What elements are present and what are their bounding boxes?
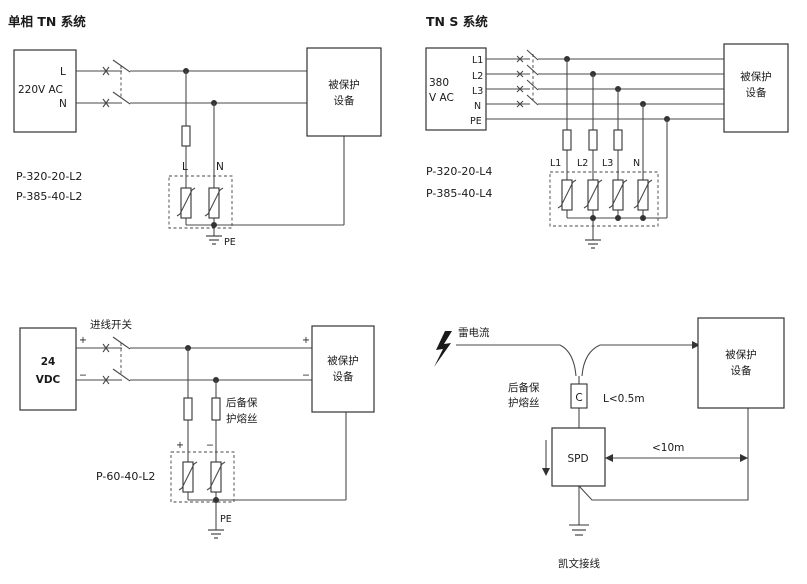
kelvin-device-line2: 设备 [731,364,752,377]
lightning-icon [434,331,452,367]
tn-single-spd-module [168,175,233,229]
dc-ground-icon [208,529,224,539]
tns-spd-label-n: N [633,158,640,169]
tn-single-spd-l-label: L [182,161,188,173]
tn-single-device-line2: 设备 [334,94,355,107]
kelvin-distance-1: L<0.5m [603,393,645,405]
tns-spd-label-l1: L1 [550,158,561,169]
tn-single-model-1: P-320-20-L2 [16,170,82,183]
tn-single-fuse [181,125,191,147]
tns-spd-label-l2: L2 [577,158,588,169]
tn-single-ground-icon [206,235,222,245]
tn-single-title: 单相 TN 系统 [8,14,86,29]
tn-single-spd-n-label: N [216,161,224,173]
tns-varistor-l2 [583,179,603,211]
dc-source-line2: VDC [36,374,61,386]
tns-source-line2: V AC [429,92,454,104]
diagram-kelvin: 雷电流 C 后备保 护熔丝 L<0.5m SPD <10m 被保护 设备 [434,317,785,570]
tns-fuse-l2 [588,129,598,151]
kelvin-fuse [570,383,588,409]
kelvin-fuse-symbol: C [575,392,582,404]
dc-source-box [19,327,77,411]
tns-ground-icon [585,239,601,249]
dc-model: P-60-40-L2 [96,470,155,483]
tns-source-box [425,47,487,131]
tns-varistor-l1 [557,179,577,211]
tns-spd-module [549,171,659,227]
tns-device-line1: 被保护 [740,70,772,83]
tns-spd-label-l3: L3 [602,158,613,169]
tns-title: TN S 系统 [426,14,488,29]
kelvin-spd-box [551,427,606,487]
tns-line-label-l1: L1 [472,55,483,66]
dc-fuse-label-line2: 护熔丝 [226,412,258,425]
kelvin-distance-2: <10m [652,442,684,454]
diagram-tn-single-phase: 单相 TN 系统 220V AC L N L N [8,14,382,248]
dc-varistor-minus [206,461,226,493]
tns-fuse-l1 [562,129,572,151]
tn-single-device-line1: 被保护 [328,78,360,91]
kelvin-lightning-label: 雷电流 [458,326,490,339]
dc-pe-label: PE [220,514,232,525]
tn-single-source-box [13,49,77,133]
tn-single-varistor-l [176,187,196,219]
dc-device-line1: 被保护 [327,354,359,367]
dc-spd-plus: + [176,440,184,451]
tns-varistor-n [633,179,653,211]
diagram-tn-s: TN S 系统 380 V AC L1 L2 L3 N PE [425,14,789,249]
dc-device-minus: − [302,370,310,381]
tns-model-1: P-320-20-L4 [426,165,492,178]
tns-line-label-l3: L3 [472,86,483,97]
tns-varistor-l3 [608,179,628,211]
tn-single-pe-label: PE [224,237,236,248]
dc-wires [76,336,347,522]
dc-fuse-minus [211,397,221,421]
kelvin-device-box [697,317,785,409]
dc-spd-minus: − [206,440,214,451]
kelvin-fuse-label-line2: 护熔丝 [508,396,540,409]
tn-single-source-label: 220V AC [18,84,63,96]
tns-device-box [723,43,789,133]
kelvin-caption: 凯文接线 [558,557,600,570]
tns-line-label-pe: PE [470,116,482,127]
dc-fuse-plus [183,397,193,421]
tn-single-varistor-n [204,187,224,219]
tn-single-model-2: P-385-40-L2 [16,190,82,203]
dc-device-box [311,325,375,413]
kelvin-spd-label: SPD [567,453,588,465]
tns-model-2: P-385-40-L4 [426,187,492,200]
tns-wires [486,49,724,240]
kelvin-wires [456,341,749,525]
dc-device-plus: + [302,335,310,346]
kelvin-fuse-label-line1: 后备保 [508,381,540,394]
dc-fuse-label-line1: 后备保 [226,396,258,409]
dc-spd-module [170,451,235,503]
tns-line-label-l2: L2 [472,71,483,82]
tns-fuse-l3 [613,129,623,151]
dc-source-line1: 24 [41,356,56,368]
tn-single-line-n-label: N [59,98,67,110]
dc-source-minus: − [79,370,87,381]
tns-source-line1: 380 [429,77,449,89]
tns-line-label-n: N [474,101,481,112]
kelvin-device-line1: 被保护 [725,348,757,361]
tn-single-line-l-label: L [60,66,66,78]
kelvin-ground-icon [569,524,589,536]
dc-device-line2: 设备 [333,370,354,383]
tn-single-device-box [306,47,382,137]
tns-device-line2: 设备 [746,86,767,99]
dc-switch-label: 进线开关 [90,318,132,331]
dc-varistor-plus [178,461,198,493]
dc-source-plus: + [79,335,87,346]
diagram-dc: 24 VDC 进线开关 + − 后备保 护熔 [19,318,375,539]
